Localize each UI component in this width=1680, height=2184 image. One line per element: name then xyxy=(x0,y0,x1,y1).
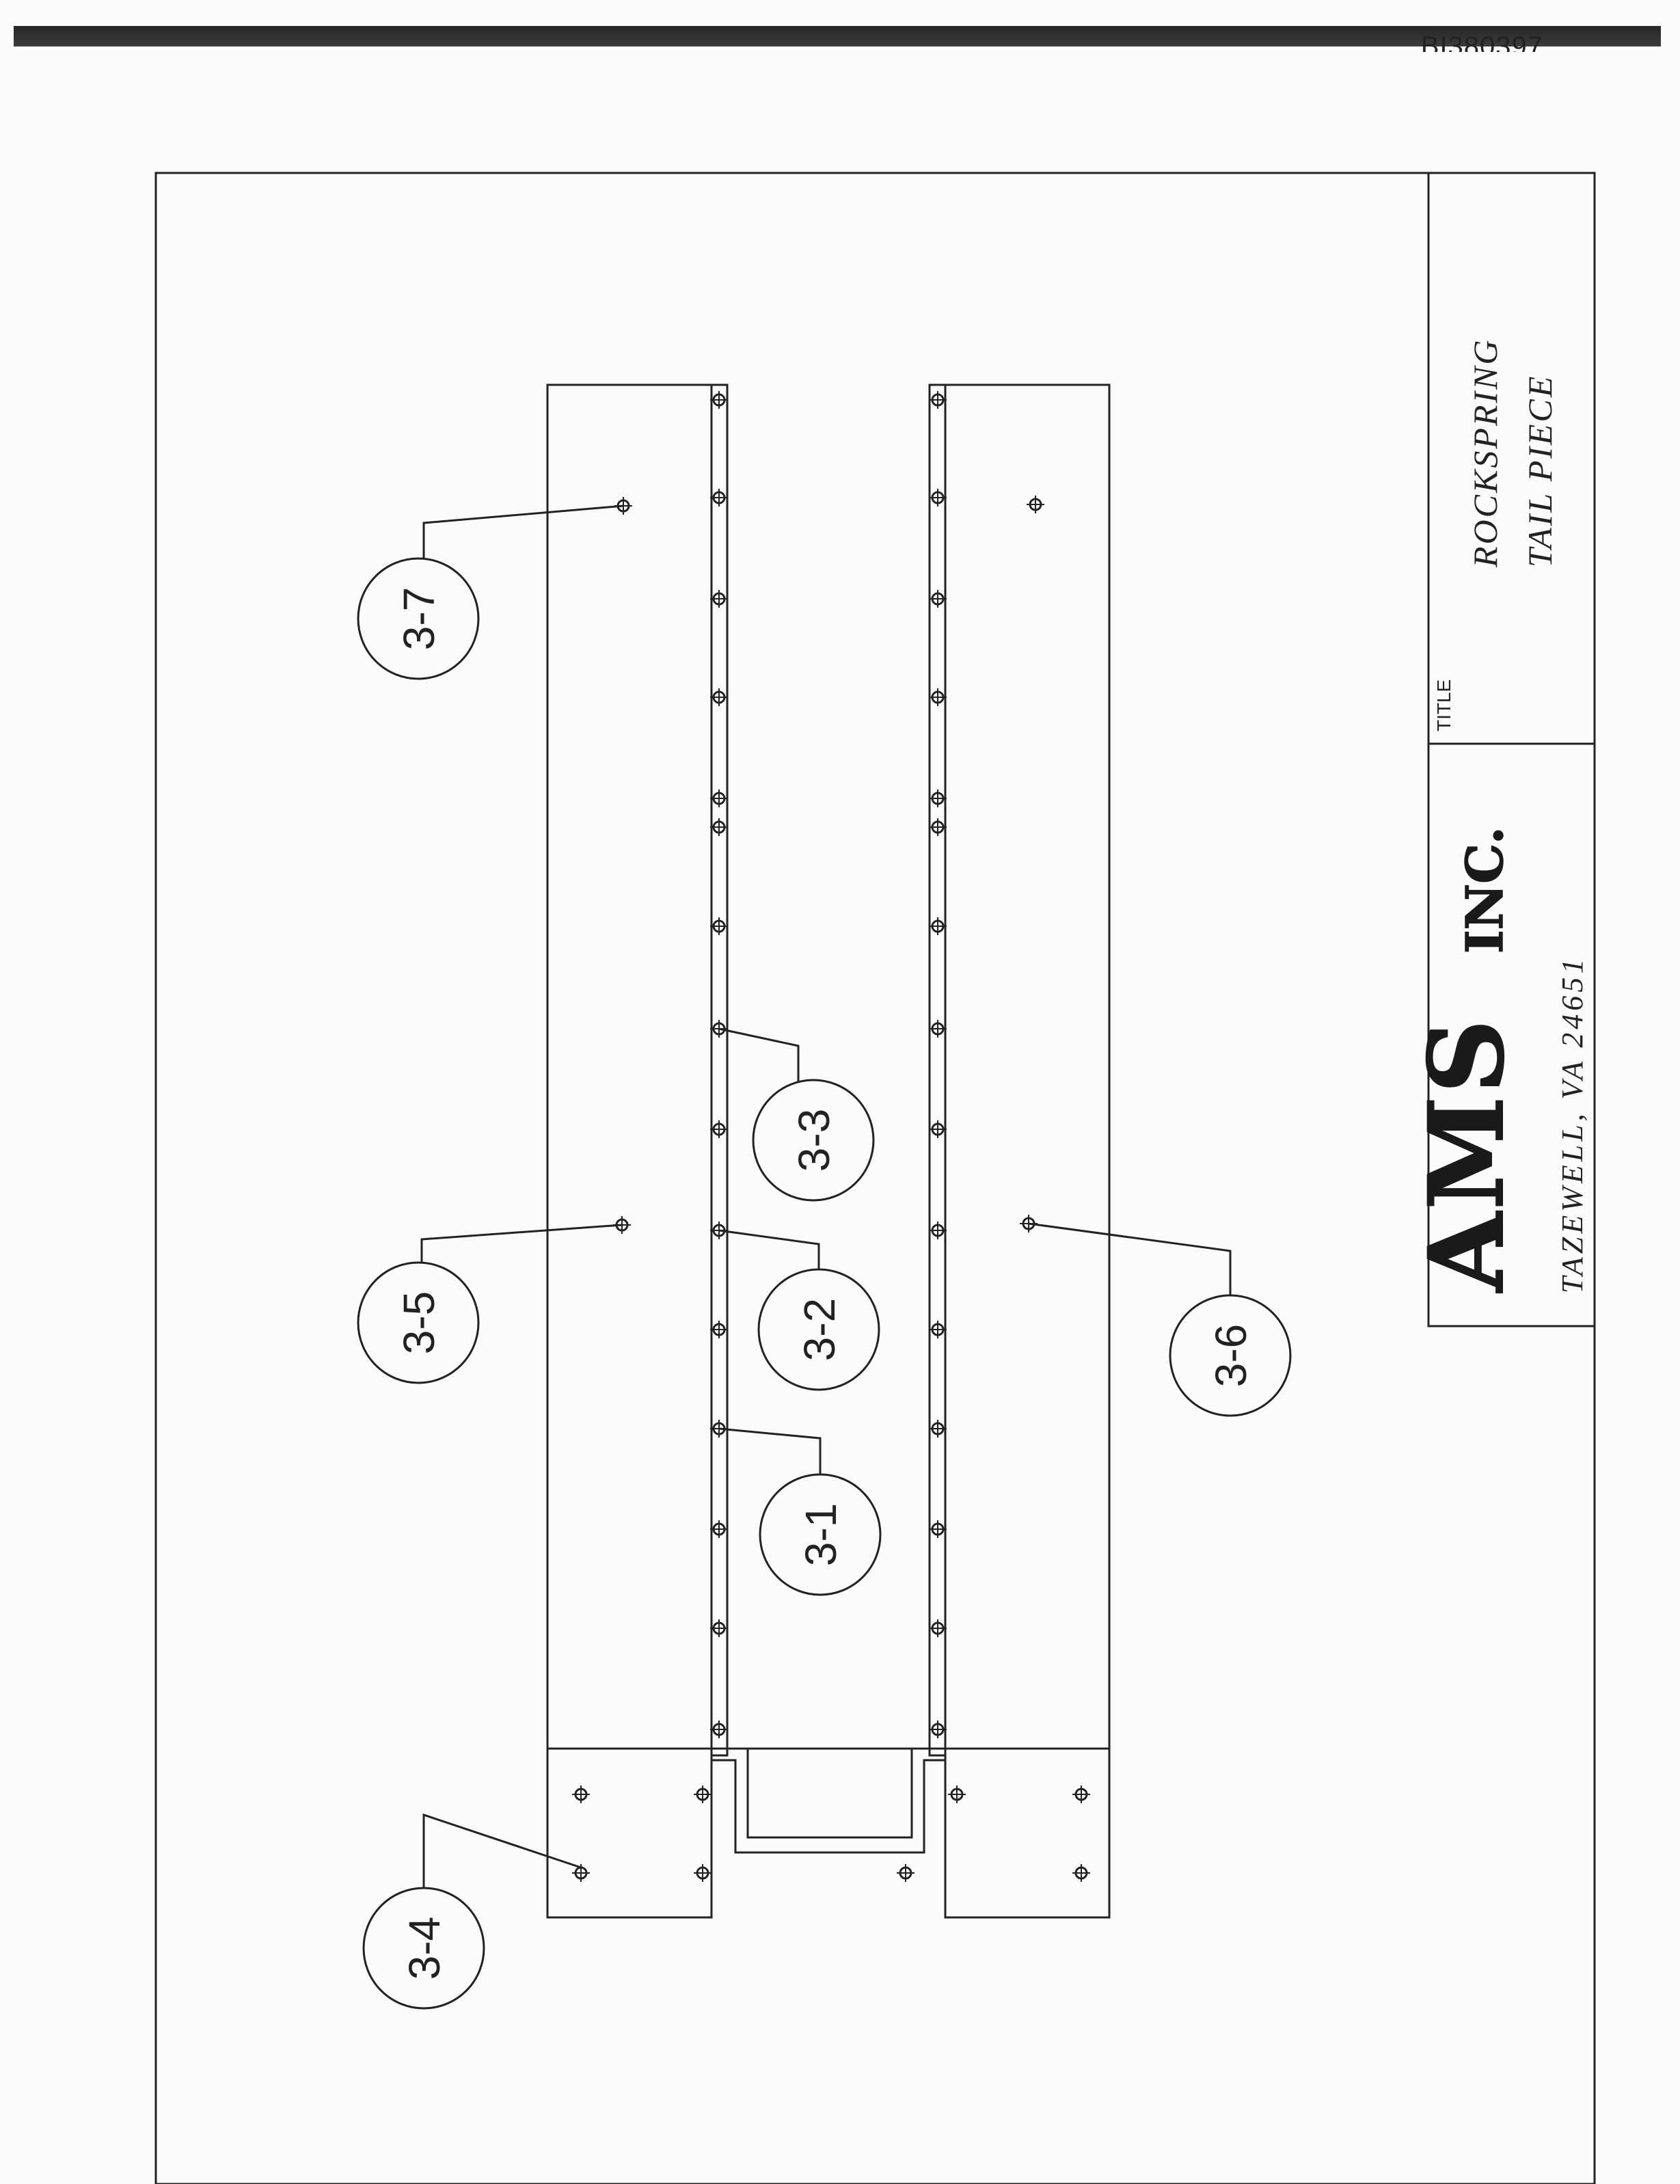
callout-label-3-3: 3-3 xyxy=(789,1109,839,1172)
company-location: TAZEWELL, VA 24651 xyxy=(1556,956,1589,1294)
left-flange-strip xyxy=(710,383,729,1757)
callout-circle-3-4 xyxy=(362,1887,485,2010)
drawing-title-line-1: ROCKSPRING xyxy=(1466,338,1504,568)
callout-circle-3-3 xyxy=(752,1079,875,1202)
scan-top-bar xyxy=(14,26,1661,46)
drawing-title-line-2: TAIL PIECE xyxy=(1521,375,1559,567)
callout-label-3-4: 3-4 xyxy=(400,1917,449,1980)
callout-label-3-5: 3-5 xyxy=(394,1291,444,1355)
callout-circle-3-6 xyxy=(1169,1294,1292,1417)
callout-label-3-2: 3-2 xyxy=(795,1298,844,1362)
callout-label-3-6: 3-6 xyxy=(1206,1324,1256,1388)
title-block xyxy=(1427,172,1596,1327)
leader-3-2 xyxy=(718,1229,820,1271)
leader-3-4 xyxy=(422,1813,582,1897)
leader-3-5 xyxy=(420,1224,623,1265)
callout-label-3-7: 3-7 xyxy=(394,587,444,651)
right-side-plate xyxy=(944,383,1111,1919)
bolt-holes xyxy=(572,391,1090,1882)
title-block-label: TITLE xyxy=(1433,679,1454,731)
leader-3-6 xyxy=(1028,1222,1232,1295)
company-suffix: INC. xyxy=(1456,826,1515,954)
callout-label-3-1: 3-1 xyxy=(796,1503,845,1567)
bates-number: BI380397 xyxy=(1420,33,1543,52)
drawing-border xyxy=(154,172,1596,2184)
callout-circle-3-7 xyxy=(357,557,480,680)
callout-circle-3-5 xyxy=(357,1261,480,1384)
callout-circles xyxy=(357,557,1292,2010)
left-side-plate xyxy=(546,383,713,1919)
company-logo: AMS xyxy=(1407,1016,1527,1293)
u-channel-inner xyxy=(727,1747,930,1839)
leader-3-1 xyxy=(718,1427,822,1477)
u-channel-outer xyxy=(710,1749,947,1854)
callout-circle-3-1 xyxy=(759,1473,882,1596)
leader-3-3 xyxy=(718,1027,800,1081)
callout-circle-3-2 xyxy=(757,1268,880,1391)
